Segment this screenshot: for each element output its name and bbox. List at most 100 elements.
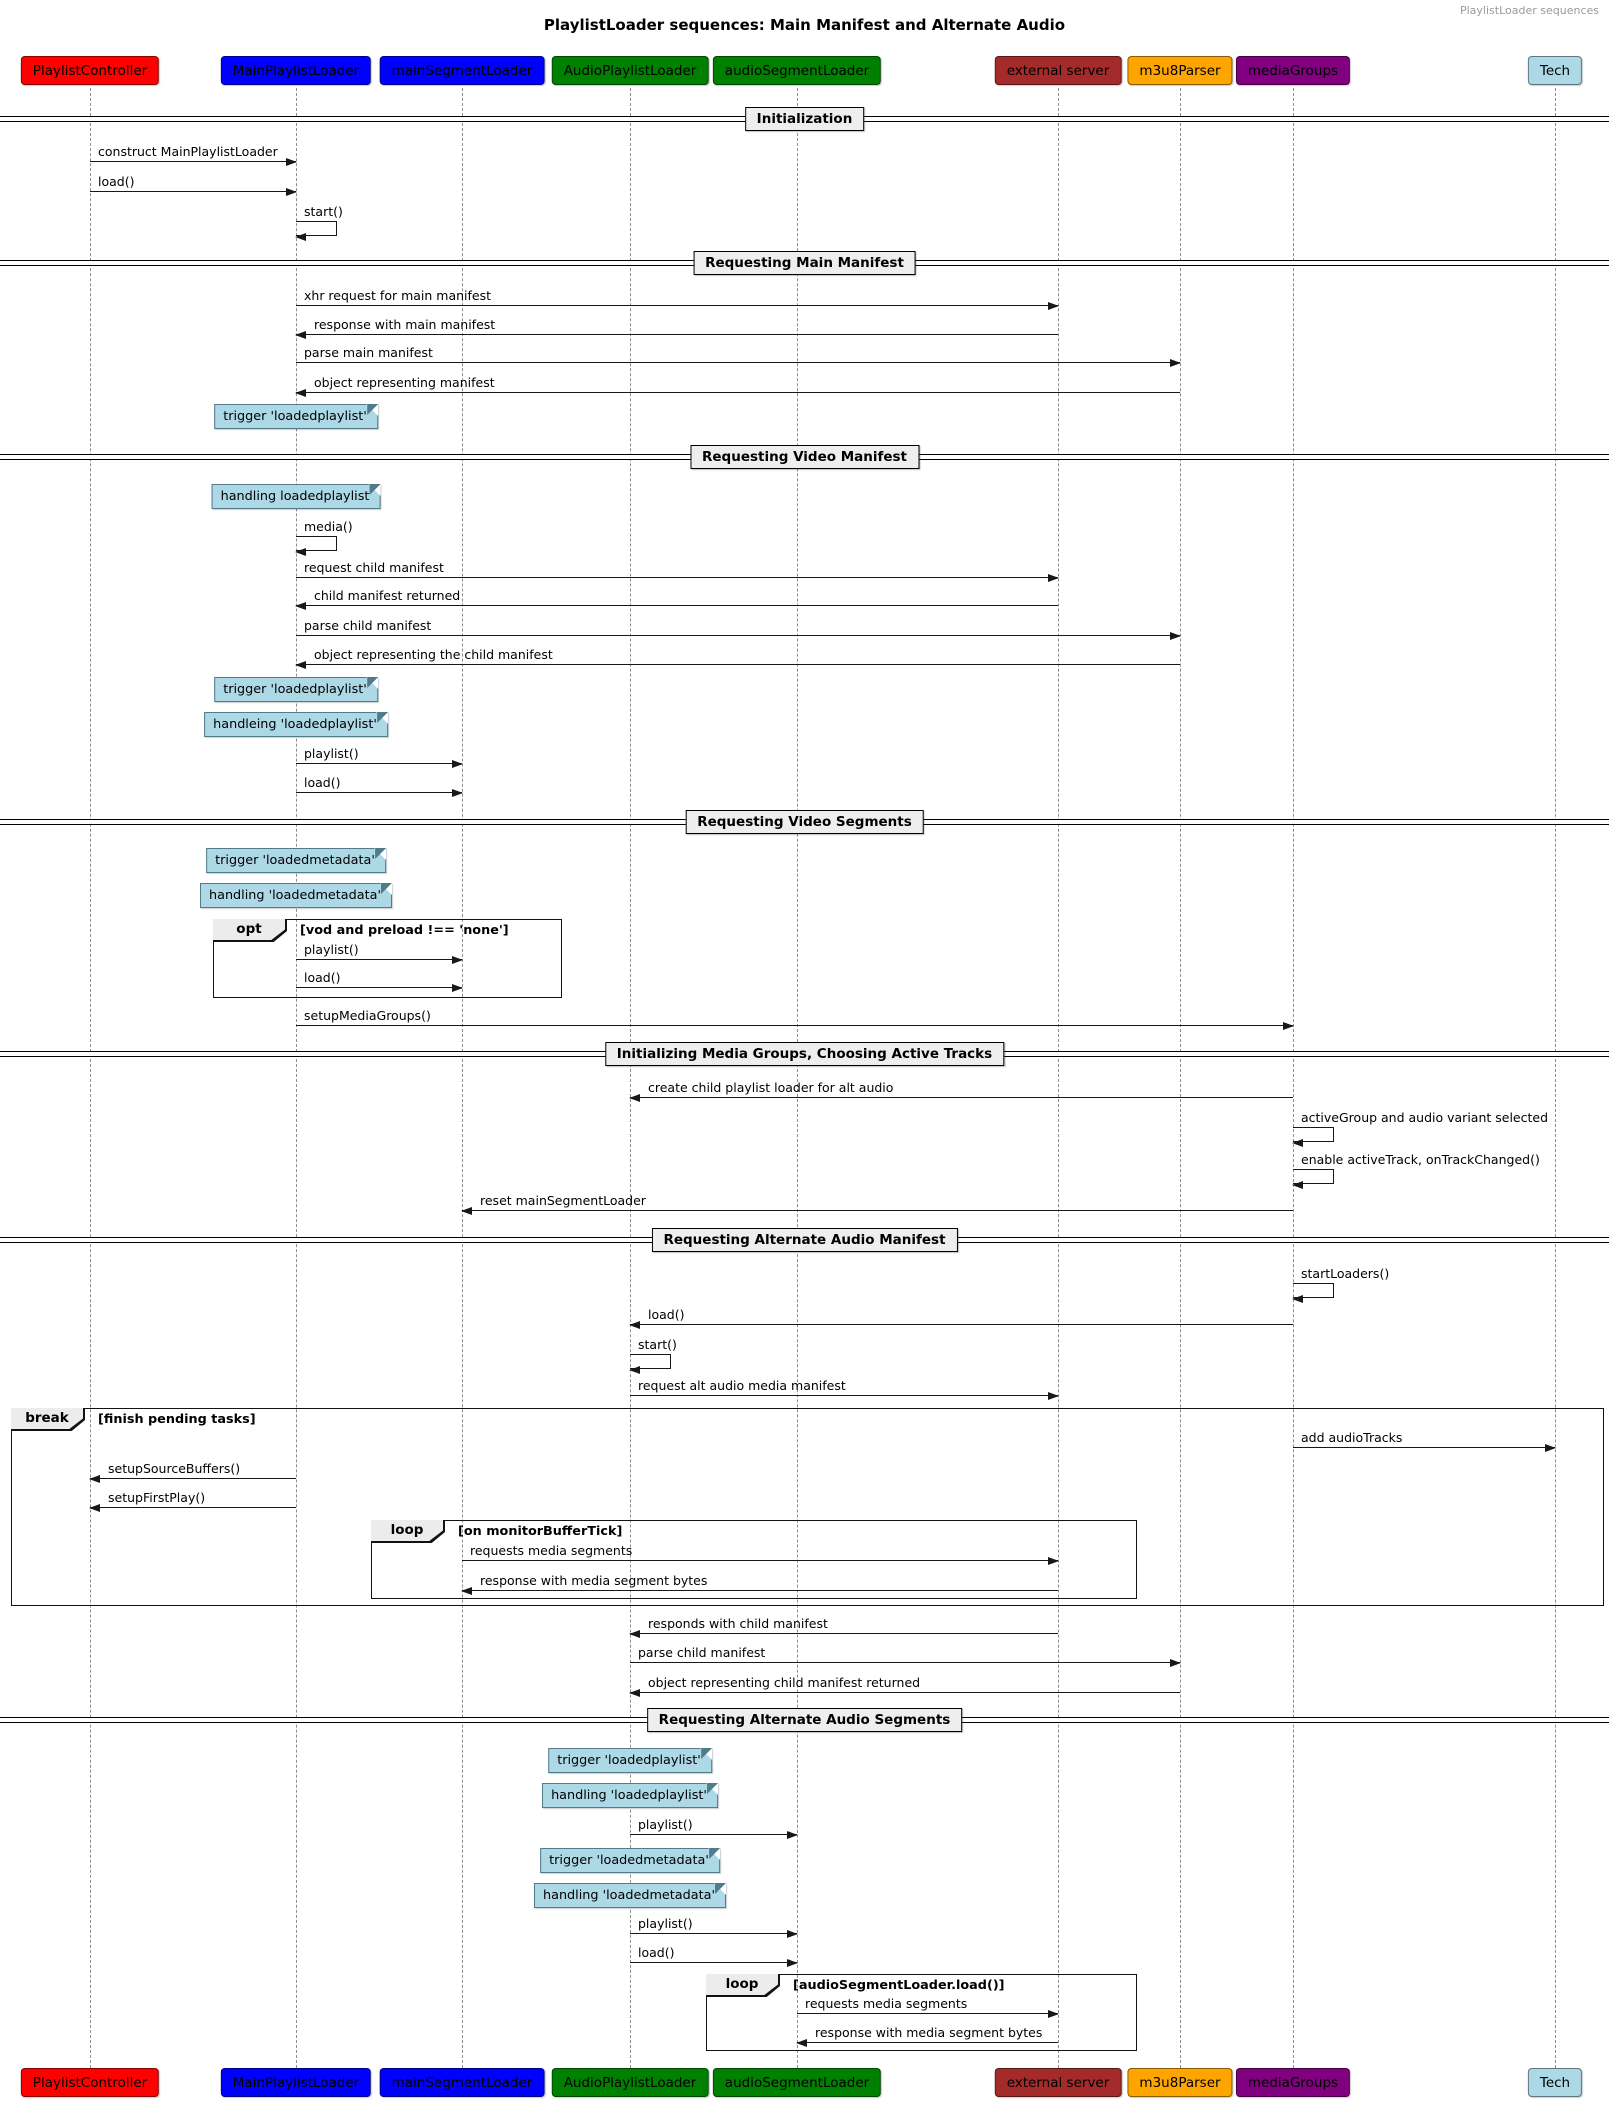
message: object representing child manifest retur… bbox=[629, 1675, 1180, 1697]
lifeline-mpl bbox=[296, 88, 297, 2068]
arrowhead-icon bbox=[1170, 358, 1181, 367]
participant-msl-bottom: mainSegmentLoader bbox=[379, 2068, 545, 2097]
note-fold-icon bbox=[699, 1748, 712, 1760]
arrowhead-icon bbox=[1048, 573, 1059, 582]
message-line bbox=[296, 362, 1180, 363]
message: reset mainSegmentLoader bbox=[461, 1193, 1293, 1215]
self-message: start() bbox=[295, 204, 343, 241]
frame-kind-label: break bbox=[11, 1408, 83, 1429]
frame-guard-label: [finish pending tasks] bbox=[98, 1412, 256, 1427]
self-message: enable activeTrack, onTrackChanged() bbox=[1292, 1152, 1540, 1189]
note-fold-icon bbox=[714, 1883, 727, 1895]
self-arrow bbox=[295, 221, 337, 241]
message: child manifest returned bbox=[295, 588, 1058, 610]
arrowhead-icon bbox=[629, 1366, 640, 1374]
message-label: child manifest returned bbox=[314, 588, 461, 603]
message: load() bbox=[630, 1945, 798, 1967]
arrowhead-icon bbox=[286, 157, 297, 166]
message-label: start() bbox=[638, 1337, 677, 1352]
message-line bbox=[462, 1590, 1058, 1591]
message-label: setupFirstPlay() bbox=[108, 1490, 206, 1505]
message: construct MainPlaylistLoader bbox=[90, 144, 297, 166]
message-label: load() bbox=[638, 1945, 675, 1960]
arrowhead-icon bbox=[629, 1688, 640, 1697]
message-label: construct MainPlaylistLoader bbox=[98, 144, 278, 159]
participant-ext-bottom: external server bbox=[994, 2068, 1122, 2097]
arrowhead-icon bbox=[1048, 301, 1059, 310]
message-line bbox=[296, 763, 462, 764]
section-title: Initializing Media Groups, Choosing Acti… bbox=[604, 1042, 1005, 1066]
frame-tab: loop bbox=[706, 1974, 780, 1997]
note: handling 'loadedplaylist' bbox=[542, 1783, 718, 1808]
message-label: object representing the child manifest bbox=[314, 647, 553, 662]
participant-mpl-top: MainPlaylistLoader bbox=[220, 56, 372, 85]
arrowhead-icon bbox=[295, 388, 306, 397]
message-label: startLoaders() bbox=[1301, 1266, 1390, 1281]
message: playlist() bbox=[630, 1916, 798, 1938]
message: create child playlist loader for alt aud… bbox=[629, 1080, 1293, 1102]
participant-pc-top: PlaylistController bbox=[20, 56, 160, 85]
arrowhead-icon bbox=[1292, 1139, 1303, 1147]
participant-mg-top: mediaGroups bbox=[1235, 56, 1351, 85]
note-fold-icon bbox=[705, 1783, 718, 1795]
lifeline-tech bbox=[1555, 88, 1556, 2068]
message: playlist() bbox=[296, 942, 463, 964]
arrowhead-icon bbox=[1048, 1556, 1059, 1565]
arrowhead-icon bbox=[629, 1320, 640, 1329]
message: setupFirstPlay() bbox=[89, 1490, 296, 1512]
arrowhead-icon bbox=[796, 2038, 807, 2047]
arrowhead-icon bbox=[295, 330, 306, 339]
participant-apl-top: AudioPlaylistLoader bbox=[551, 56, 709, 85]
arrowhead-icon bbox=[787, 1929, 798, 1938]
message-line bbox=[90, 1507, 296, 1508]
message: setupMediaGroups() bbox=[296, 1008, 1294, 1030]
self-message: startLoaders() bbox=[1292, 1266, 1390, 1303]
message-label: parse child manifest bbox=[638, 1645, 766, 1660]
participant-apl-bottom: AudioPlaylistLoader bbox=[551, 2068, 709, 2097]
participant-tech-bottom: Tech bbox=[1527, 2068, 1583, 2097]
message-label: response with media segment bytes bbox=[480, 1573, 708, 1588]
message-line bbox=[797, 2013, 1058, 2014]
section-divider: Initializing Media Groups, Choosing Acti… bbox=[0, 1042, 1609, 1066]
arrowhead-icon bbox=[286, 187, 297, 196]
message-label: object representing manifest bbox=[314, 375, 495, 390]
arrowhead-icon bbox=[787, 1958, 798, 1967]
message-label: load() bbox=[648, 1307, 685, 1322]
participant-asl-top: audioSegmentLoader bbox=[712, 56, 882, 85]
note: trigger 'loadedplaylist' bbox=[214, 677, 378, 702]
participant-m3u8-bottom: m3u8Parser bbox=[1127, 2068, 1233, 2097]
message-label: playlist() bbox=[638, 1817, 693, 1832]
frame-opt: opt[vod and preload !== 'none'] bbox=[213, 919, 562, 998]
arrowhead-icon bbox=[629, 1093, 640, 1102]
message: add audioTracks bbox=[1293, 1430, 1556, 1452]
message-line bbox=[296, 792, 462, 793]
section-title: Requesting Alternate Audio Manifest bbox=[651, 1228, 958, 1252]
message: requests media segments bbox=[797, 1996, 1059, 2018]
message: request child manifest bbox=[296, 560, 1059, 582]
note-fold-icon bbox=[368, 484, 381, 496]
self-arrow bbox=[1292, 1127, 1334, 1147]
self-arrow bbox=[629, 1354, 671, 1374]
page-caption: PlaylistLoader sequences bbox=[1459, 4, 1599, 17]
frame-break: break [finish pending tasks] bbox=[11, 1408, 1604, 1606]
message-label: request child manifest bbox=[304, 560, 444, 575]
message-label: playlist() bbox=[638, 1916, 693, 1931]
note: trigger 'loadedmetadata' bbox=[540, 1848, 720, 1873]
frame-kind-label: opt bbox=[213, 919, 285, 940]
message-line bbox=[296, 305, 1058, 306]
message-line bbox=[630, 1324, 1293, 1325]
message-line bbox=[296, 635, 1180, 636]
lifeline-m3u8 bbox=[1180, 88, 1181, 2068]
note: handleing 'loadedplaylist' bbox=[204, 712, 388, 737]
message-line bbox=[462, 1210, 1293, 1211]
message-line bbox=[630, 1395, 1058, 1396]
note: trigger 'loadedmetadata' bbox=[206, 848, 386, 873]
note: handling loadedplaylist bbox=[211, 484, 381, 509]
message-label: object representing child manifest retur… bbox=[648, 1675, 921, 1690]
message-label: media() bbox=[304, 519, 353, 534]
arrowhead-icon bbox=[295, 660, 306, 669]
arrowhead-icon bbox=[1292, 1181, 1303, 1189]
arrowhead-icon bbox=[89, 1503, 100, 1512]
message-label: add audioTracks bbox=[1301, 1430, 1403, 1445]
message-label: setupSourceBuffers() bbox=[108, 1461, 241, 1476]
